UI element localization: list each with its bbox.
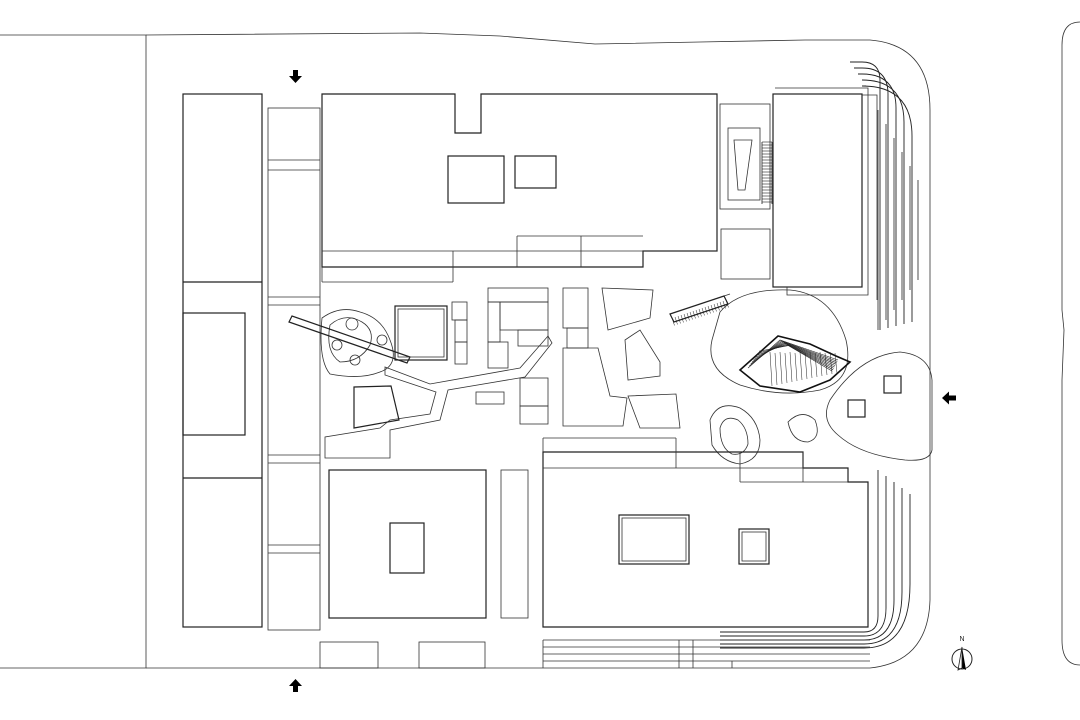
hatch-line [695,309,699,318]
south-east-building [542,437,911,649]
stair-treads [761,141,773,204]
landscape-islands [709,351,933,465]
hatch-line [725,299,729,308]
terrace-step [759,345,833,372]
hatch-line [716,302,720,311]
hatch-line [824,352,828,376]
hatch-line [722,300,726,309]
south-edge-blocks [319,639,870,669]
stair-block [719,103,773,280]
hatch-line [713,303,717,312]
terrace-step [720,488,903,645]
hatch-line [683,313,687,322]
terrace-steps-north [850,61,919,330]
terrace-step [752,341,837,365]
hatch-line [674,316,678,325]
hatch-line [804,352,808,380]
hatch-line [698,308,702,317]
hatch-line [799,351,803,381]
terrace-step [754,343,835,368]
terrace-step [858,73,897,326]
hatch-line [819,351,823,377]
north-arrow-icon: N [951,636,973,671]
hatch-line [834,352,838,374]
hatch-line [701,307,705,316]
terrace-step [753,342,836,366]
hatch-line [774,352,778,386]
arrow-up-icon [289,679,302,692]
hatch-line [710,304,714,313]
hatch-line [680,314,684,323]
terrace-steps-south [720,470,911,649]
hatch-line [704,306,708,315]
hatch-line [689,311,693,320]
arrow-left-icon [942,391,956,405]
terrace-step [720,476,887,637]
hatch-line [692,310,696,319]
amphitheatre [669,289,852,394]
hatch-line [677,315,681,324]
hatch-line [779,351,783,385]
hatch-line [814,352,818,378]
hatch-line [794,352,798,382]
amphitheatre-seating [738,335,852,393]
arrow-down-icon [289,70,302,83]
central-courtyard [288,287,681,459]
terrace-step [756,343,834,369]
terrace-step [720,494,911,649]
north-east-tower [772,61,919,330]
hatch-line [707,305,711,314]
site-boundary [0,21,1080,669]
hatch-line [829,351,833,375]
terrace-step [861,79,905,324]
terrace-step [854,67,889,328]
hatch-line [784,352,788,384]
south-west-building [328,469,529,619]
hatch-line [719,301,723,310]
hatch-line [809,351,813,379]
terrace-step [861,85,913,322]
north-building [321,93,718,283]
terrace-step [757,344,834,371]
hatch-line [686,312,690,321]
hatch-line [769,351,773,387]
terrace-step [720,470,879,633]
hatch-line [789,351,793,383]
north-label: N [960,636,965,643]
terrace-step [850,61,881,330]
bridge-walkway [669,295,729,326]
west-building-strip [182,93,321,631]
hatch-line [671,317,675,326]
